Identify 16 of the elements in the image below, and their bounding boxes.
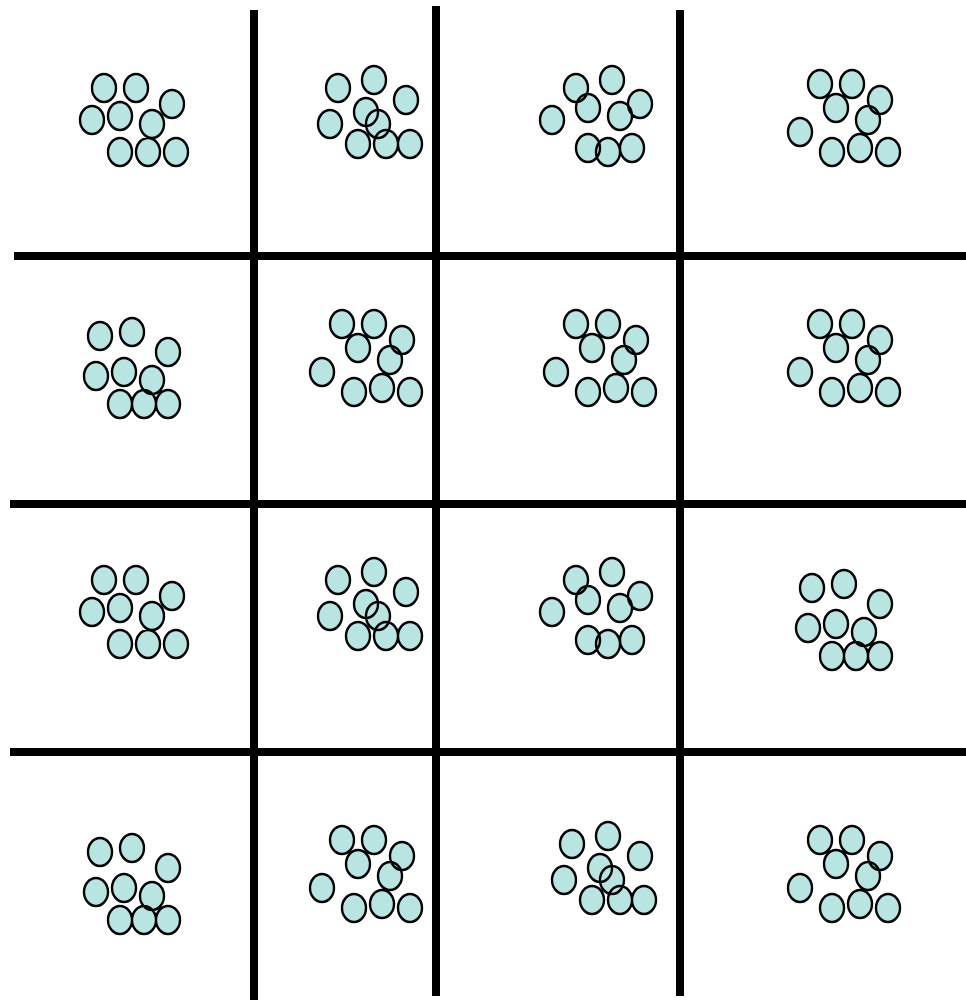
particle-cluster	[550, 820, 658, 916]
particle-cluster	[538, 64, 654, 168]
particle-cluster	[308, 824, 424, 924]
particle-cluster	[316, 556, 424, 652]
particle-cluster	[786, 68, 902, 168]
particle-cluster	[308, 308, 424, 408]
particle-cluster	[82, 316, 182, 420]
particle-cluster	[78, 72, 190, 168]
particle-cluster	[794, 568, 894, 672]
particle-cluster	[538, 556, 654, 660]
particle-cluster	[82, 832, 182, 936]
particle-cluster	[786, 824, 902, 924]
particle-cluster	[786, 308, 902, 408]
particle-cluster	[316, 64, 424, 160]
particle-cluster	[78, 564, 190, 660]
particle-cluster	[542, 308, 658, 408]
